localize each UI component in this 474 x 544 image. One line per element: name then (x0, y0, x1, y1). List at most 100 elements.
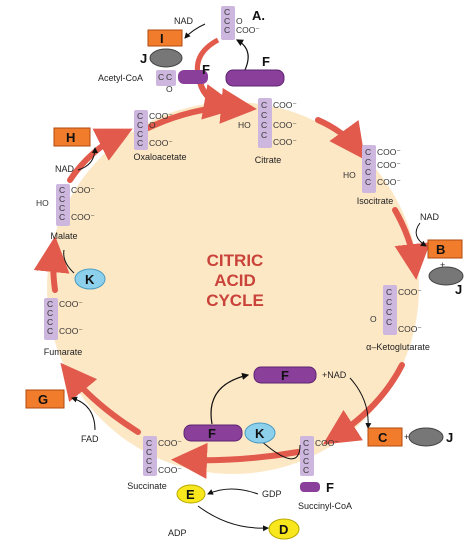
citrate-label: Citrate (255, 155, 282, 165)
arrow-succinate-to-fumarate (60, 362, 141, 435)
box-G (25, 389, 65, 409)
molecule-atom-text: C (386, 287, 392, 297)
molecule-atom-text: COO⁻ (149, 111, 173, 121)
oval-K-lower (244, 422, 276, 444)
arrow-acetylcoa-in (197, 79, 240, 120)
molecule-atom-text: HO (36, 198, 49, 208)
nad-kg-label: +NAD (322, 370, 347, 380)
label-K-lower: K (255, 426, 265, 441)
molecule-atom-text: C (303, 438, 309, 448)
molecule-atom-text: C (146, 447, 152, 457)
label-B: B (436, 242, 445, 257)
molecule-atom-text: COO⁻ (71, 212, 95, 222)
arrow-fumarate-to-malate (33, 236, 70, 293)
molecule-atom-text: C (386, 307, 392, 317)
molecule-atom-text: C (365, 157, 371, 167)
molecule-atom-text: C (47, 317, 53, 327)
label-F-acetyl: F (202, 62, 210, 77)
molecule-atom-text: C (166, 72, 172, 82)
molecule-atom-text: COO⁻ (273, 137, 297, 147)
molecule-atom-text: COO⁻ (71, 185, 95, 195)
label-J-c: J (446, 430, 453, 445)
acetyl-coa-label: Acetyl-CoA (98, 73, 143, 83)
molecule-atom-text: C (59, 194, 65, 204)
molecule-atom-text: O (149, 120, 156, 130)
molecule-atom-text: COO⁻ (273, 120, 297, 130)
molecule-isocitrate: C C C C COO⁻ COO⁻ COO⁻ HO (343, 145, 401, 193)
molecule-atom-text: ACID (214, 271, 256, 290)
alpha-ketoglutarate-label: α–Ketoglutarate (366, 342, 430, 352)
molecule-atom-text: C (47, 326, 53, 336)
molecule-atom-text: COO⁻ (149, 138, 173, 148)
adp-arrow (197, 505, 269, 532)
label-K-left: K (85, 272, 95, 287)
label-A: A. (252, 8, 265, 23)
arrow-malate-to-oxaloacetate (67, 128, 133, 183)
molecule-atom-text: COO⁻ (315, 438, 339, 448)
isocitrate-label: Isocitrate (357, 196, 394, 206)
molecule-atom-text: COO⁻ (158, 465, 182, 475)
molecule-atom-text: C (137, 138, 143, 148)
molecule-atom-text: C (261, 110, 267, 120)
molecule-atom-text: C (224, 16, 230, 26)
label-F-succinyl: F (326, 480, 334, 495)
box-C (367, 427, 403, 447)
molecule-atom-text: O (370, 314, 377, 324)
oxaloacetate-label: Oxaloacetate (133, 152, 186, 162)
nad-top-label: NAD (174, 16, 194, 26)
blob-J-top (149, 48, 183, 68)
plus-c: + (404, 432, 409, 442)
box-I (147, 29, 183, 47)
lower-loop-arrow (210, 372, 250, 425)
malate-nad-arrow (77, 147, 98, 171)
label-C: C (378, 430, 388, 445)
nad-isocitrate-label: NAD (420, 212, 440, 222)
molecule-atom-text: HO (238, 120, 251, 130)
molecule-atom-text: HO (343, 170, 356, 180)
kg-nad-arrow (349, 377, 372, 429)
molecule-atom-text: O (236, 16, 243, 26)
box-B (427, 239, 463, 259)
label-E: E (186, 487, 195, 502)
top-loop-arrow (235, 39, 249, 73)
k-left-arrow (63, 249, 75, 274)
molecule-atom-text: C (47, 299, 53, 309)
cycle-title: CITRIC ACID CYCLE (206, 251, 264, 310)
gdp-arrow (207, 488, 259, 495)
molecule-oxaloacetate: C C C C COO⁻ O COO⁻ (134, 110, 173, 150)
molecule-atom-text: C (261, 130, 267, 140)
label-J-b: J (455, 282, 462, 297)
molecule-fumarate: C C C C COO⁻ COO⁻ (44, 298, 83, 340)
malate-label: Malate (50, 231, 77, 241)
molecule-atom-text: C (137, 120, 143, 130)
molecule-atom-text: COO⁻ (377, 177, 401, 187)
molecule-atom-text: COO⁻ (398, 287, 422, 297)
molecule-atom-text: C (303, 447, 309, 457)
molecule-atom-text: O (166, 84, 173, 94)
lower-loop-arrow-2 (259, 439, 301, 460)
molecule-atom-text: COO⁻ (273, 100, 297, 110)
label-H: H (66, 130, 75, 145)
molecule-atom-text: COO⁻ (398, 324, 422, 334)
top-nad-arrow (184, 23, 206, 39)
carrier-lower (183, 424, 243, 442)
molecule-atom-text: C (365, 167, 371, 177)
molecule-atom-text: C (146, 438, 152, 448)
molecule-atom-text: C (386, 317, 392, 327)
carrier-middle (253, 366, 317, 384)
molecule-atom-text: COO⁻ (158, 438, 182, 448)
molecule-atom-text: C (137, 111, 143, 121)
arrow-kg-to-succinylcoa (322, 362, 405, 445)
molecule-atom-text: COO⁻ (377, 160, 401, 170)
molecule-atom-text: C (146, 465, 152, 475)
succinate-label: Succinate (127, 481, 167, 491)
oval-K-left (74, 268, 106, 290)
molecule-atom-text: C (158, 72, 164, 82)
label-J-top: J (140, 51, 147, 66)
blob-J-b (428, 266, 464, 286)
molecule-acetyl-coa: C C O (156, 70, 176, 94)
arrow-succinylcoa-to-succinate (171, 442, 301, 479)
label-F-top: F (262, 54, 270, 69)
molecule-atom-text: COO⁻ (59, 299, 83, 309)
fumarate-label: Fumarate (44, 347, 83, 357)
